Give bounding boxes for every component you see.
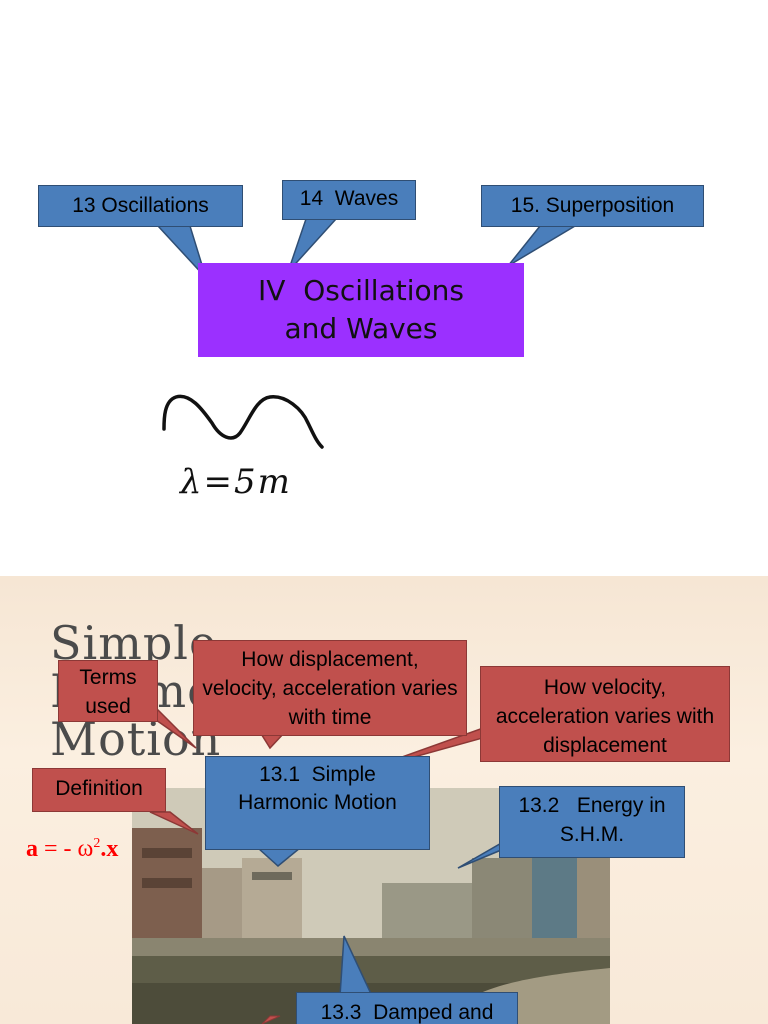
formula-omega: = - ω [38, 836, 94, 862]
main-topic-line-1: IV Oscillations [258, 274, 464, 307]
handwritten-wavelength: λ=5m [180, 462, 292, 502]
callout-definition-label: Definition [55, 777, 143, 800]
callout-velocity-displacement: How velocity, acceleration varies with d… [480, 666, 730, 762]
main-topic-box: IV Oscillations and Waves [198, 263, 524, 357]
callout-13-3-damped: 13.3 Damped and [296, 992, 518, 1024]
callout-terms-used-label: Terms used [79, 666, 137, 718]
callout-definition: Definition [32, 768, 166, 812]
callout-13-2-energy: 13.2 Energy in S.H.M. [499, 786, 685, 858]
callout-13-2-label: 13.2 Energy in S.H.M. [518, 794, 672, 846]
formula-x: .x [100, 836, 119, 862]
callout-13-oscillations: 13 Oscillations [38, 185, 243, 227]
callout-displacement-time-label: How displacement, velocity, acceleration… [202, 648, 458, 729]
callout-13-oscillations-label: 13 Oscillations [72, 194, 209, 217]
callout-13-1-simple-harmonic-motion: 13.1 Simple Harmonic Motion [205, 756, 430, 850]
slide-simple-harmonic-motion: Simple Harmonic Motion a = - ω2.x [0, 576, 768, 1024]
main-topic-line-2: and Waves [284, 312, 438, 345]
callout-velocity-displacement-label: How velocity, acceleration varies with d… [495, 676, 715, 757]
formula-exponent: 2 [93, 836, 101, 851]
formula-a: a [26, 836, 38, 862]
callout-15-superposition: 15. Superposition [481, 185, 704, 227]
callout-terms-used: Terms used [58, 660, 158, 722]
callout-15-superposition-label: 15. Superposition [510, 194, 675, 217]
callout-displacement-time: How displacement, velocity, acceleration… [193, 640, 467, 736]
background-title-line-1: Simple [50, 616, 218, 670]
shm-formula: a = - ω2.x [26, 836, 118, 863]
callout-13-3-label: 13.3 Damped and [320, 1001, 494, 1024]
slide-oscillations-waves: 13 Oscillations 14 Waves 15. Superpositi… [38, 180, 704, 502]
callout-13-1-label: 13.1 Simple Harmonic Motion [238, 763, 397, 814]
callout-14-waves-label: 14 Waves [299, 187, 399, 210]
hand-drawn-wave-icon [162, 394, 324, 449]
callout-14-waves: 14 Waves [282, 180, 416, 220]
